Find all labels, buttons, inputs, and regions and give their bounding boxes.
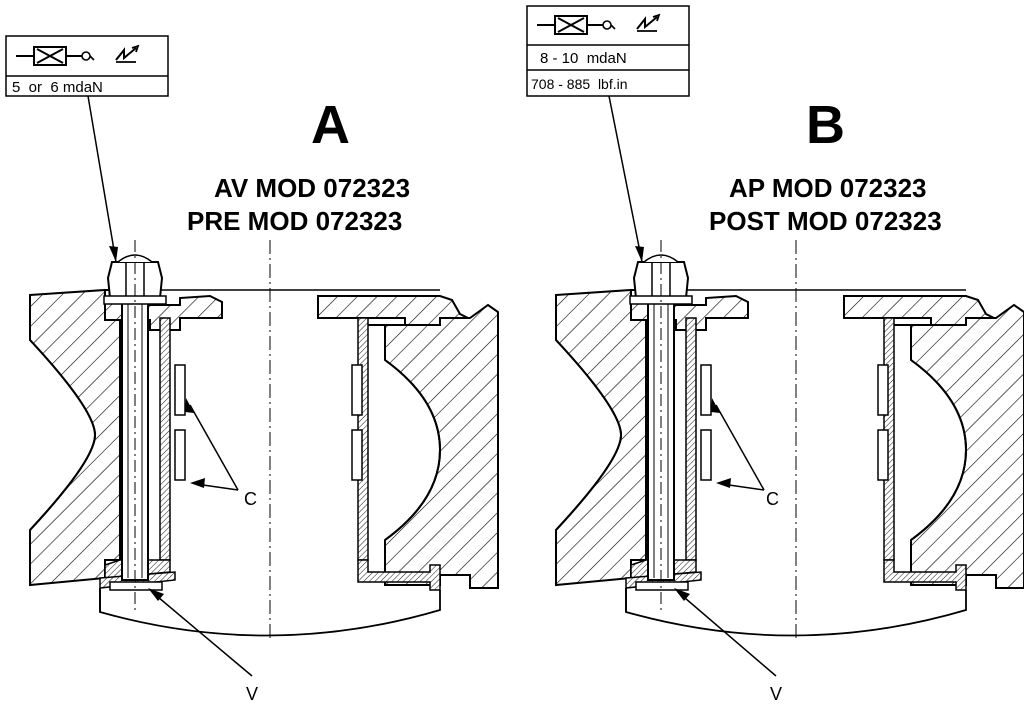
- mod-line-1-a: AV MOD 072323: [214, 173, 410, 203]
- callout-v-a: V: [148, 588, 258, 704]
- callout-v-b: V: [674, 588, 782, 704]
- mod-line-2-b: POST MOD 072323: [709, 206, 942, 236]
- torque-value-b-mdan: 8 - 10 mdaN: [540, 50, 627, 67]
- svg-text:V: V: [246, 684, 258, 704]
- lubricant-icon: [115, 44, 140, 63]
- panel-letter-b: B: [806, 95, 845, 155]
- svg-text:V: V: [770, 684, 782, 704]
- torque-wrench-icon: [16, 46, 95, 66]
- torque-value-a: 5 or 6 mdaN: [12, 79, 103, 96]
- svg-text:C: C: [766, 489, 779, 509]
- mod-line-2-a: PRE MOD 072323: [187, 206, 402, 236]
- callout-c-a: C: [185, 398, 257, 509]
- callout-c-b: C: [711, 398, 779, 509]
- mod-line-1-b: AP MOD 072323: [729, 173, 927, 203]
- panel-b: 8 - 10 mdaN 708 - 885 lbf.in B AP MOD 07…: [526, 5, 1024, 704]
- torque-spec-box-b: 8 - 10 mdaN 708 - 885 lbf.in: [526, 5, 690, 97]
- panel-a: 5 or 6 mdaN A AV MOD 072323 PRE MOD 0723…: [5, 35, 499, 704]
- torque-spec-box-a: 5 or 6 mdaN: [5, 35, 169, 97]
- svg-text:C: C: [244, 489, 257, 509]
- panel-letter-a: A: [311, 95, 350, 155]
- torque-value-b-lbfin: 708 - 885 lbf.in: [531, 76, 628, 92]
- lubricant-icon: [636, 13, 661, 32]
- torque-wrench-icon: [537, 15, 616, 35]
